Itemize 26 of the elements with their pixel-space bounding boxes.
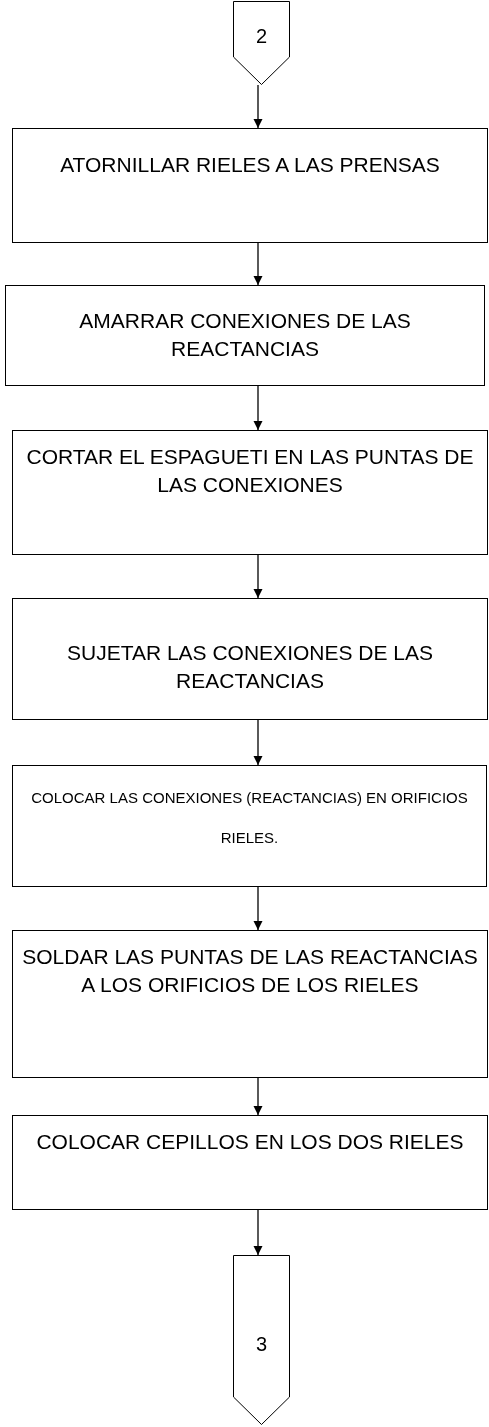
off-page-connector xyxy=(233,1,290,85)
step-text: AMARRAR CONEXIONES DE LAS REACTANCIAS xyxy=(78,308,412,362)
step-text: 2 xyxy=(254,24,269,49)
process-box xyxy=(12,430,488,555)
step-text: SUJETAR LAS CONEXIONES DE LAS REACTANCIAS xyxy=(65,640,434,694)
step-text: COLOCAR CEPILLOS EN LOS DOS RIELES xyxy=(35,1129,465,1155)
arrow xyxy=(253,719,263,766)
arrow xyxy=(253,886,263,931)
step-text: SOLDAR LAS PUNTAS DE LAS REACTANCIAS A LOS ORIFICIOS DE LOS RIELES xyxy=(21,944,479,998)
process-box xyxy=(12,598,488,720)
process-box xyxy=(5,285,485,386)
arrow xyxy=(253,84,263,129)
process-box xyxy=(12,128,488,243)
process-box xyxy=(12,765,487,887)
arrow xyxy=(253,385,263,431)
arrow xyxy=(253,1209,263,1256)
arrow xyxy=(253,242,263,286)
arrow xyxy=(253,1077,263,1116)
process-box xyxy=(12,1115,488,1210)
process-box xyxy=(12,930,488,1078)
step-text: COLOCAR LAS CONEXIONES (REACTANCIAS) EN ORIFICIOS RIELES. xyxy=(30,788,469,848)
step-text: ATORNILLAR RIELES A LAS PRENSAS xyxy=(59,152,441,178)
step-text: 3 xyxy=(254,1332,269,1357)
arrow xyxy=(253,554,263,599)
step-text: CORTAR EL ESPAGUETI EN LAS PUNTAS DE LAS CONEXIONES xyxy=(25,444,475,498)
off-page-connector xyxy=(233,1255,290,1425)
